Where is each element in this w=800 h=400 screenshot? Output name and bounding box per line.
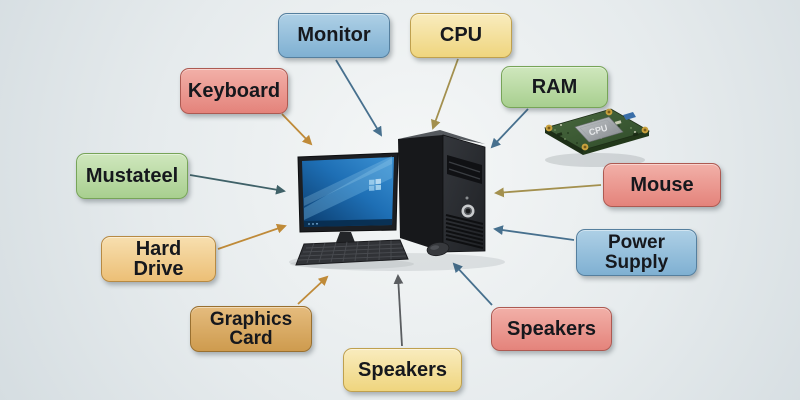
arrow-cpu bbox=[431, 58, 459, 130]
label-power-supply: Power Supply bbox=[576, 229, 697, 276]
label-cpu: CPU bbox=[410, 13, 512, 58]
label-speakers-bottom: Speakers bbox=[343, 348, 462, 392]
arrow-speakers-bottom bbox=[393, 274, 404, 347]
keyboard-graphic bbox=[295, 239, 409, 266]
label-graphics-card: Graphics Card bbox=[190, 306, 312, 352]
label-hard-drive: Hard Drive bbox=[101, 236, 216, 282]
label-mouse: Mouse bbox=[603, 163, 721, 207]
monitor-graphic bbox=[297, 152, 399, 252]
arrow-mustateel bbox=[189, 174, 286, 195]
label-mustateel: Mustateel bbox=[76, 153, 188, 199]
label-keyboard: Keyboard bbox=[180, 68, 288, 114]
tower-graphic bbox=[398, 130, 486, 253]
power-button-graphic bbox=[461, 204, 475, 218]
chip-label: CPU bbox=[588, 123, 609, 138]
label-speakers-right: Speakers bbox=[491, 307, 612, 351]
arrow-graphics-card bbox=[297, 275, 329, 305]
label-monitor: Monitor bbox=[278, 13, 390, 58]
arrow-hard-drive bbox=[217, 223, 287, 250]
tower-led bbox=[465, 196, 469, 200]
arrow-keyboard bbox=[281, 113, 313, 146]
arrow-ram bbox=[490, 108, 529, 149]
arrow-power-supply bbox=[493, 225, 575, 241]
arrow-speakers-right bbox=[452, 262, 493, 306]
chip-corner-screws bbox=[545, 108, 649, 151]
mouse-graphic bbox=[426, 241, 450, 257]
arrow-monitor bbox=[335, 59, 383, 137]
label-ram: RAM bbox=[501, 66, 608, 108]
windows-logo-graphic bbox=[369, 178, 381, 191]
computer-illustration bbox=[289, 130, 505, 271]
arrow-mouse bbox=[494, 184, 602, 198]
